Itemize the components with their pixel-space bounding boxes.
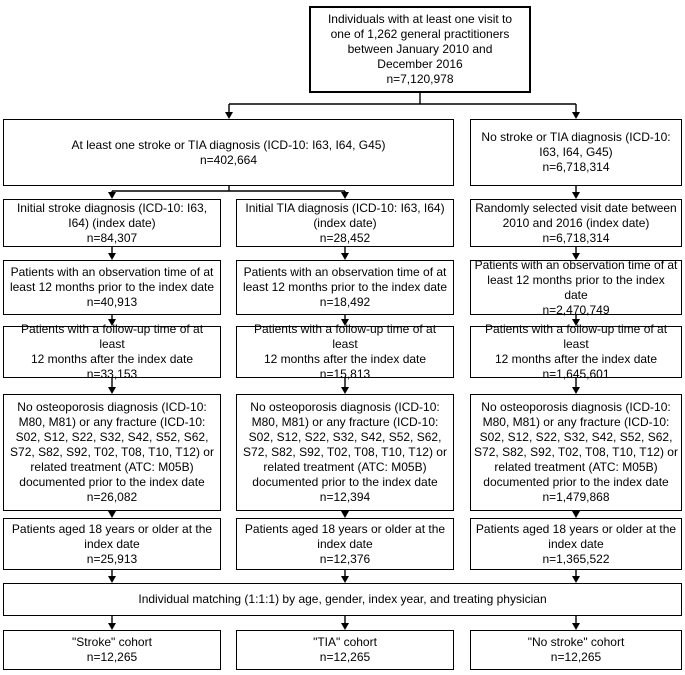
- to-no-stroke-head: [572, 112, 580, 119]
- col2-to-cohort-head: [572, 623, 580, 630]
- stroke-step-2-box: Patients with an observation time of at …: [3, 260, 221, 315]
- stroke-step-1-text: Initial stroke diagnosis (ICD-10: I63, I…: [16, 200, 208, 245]
- col2-step2-head: [572, 319, 580, 326]
- col0-step1-head: [108, 253, 116, 260]
- col0-to-matching-head: [108, 576, 116, 583]
- nostroke-cohort-box: "No stroke" cohort n=12,265: [470, 630, 682, 670]
- stroke-step-2-text: Patients with an observation time of at …: [9, 265, 215, 309]
- col2-step3-head: [572, 387, 580, 394]
- tia-step-1-text: Initial TIA diagnosis (ICD-10: I63, I64)…: [245, 200, 445, 245]
- tia-step-4-box: No osteoporosis diagnosis (ICD-10: M80, …: [236, 394, 454, 511]
- no-stroke-box: No stroke or TIA diagnosis (ICD-10: I63,…: [470, 119, 682, 186]
- col1-step3-head: [341, 387, 349, 394]
- nostroke-step-4-box: No osteoporosis diagnosis (ICD-10: M80, …: [470, 394, 682, 511]
- source-population-text: Individuals with at least one visit to o…: [327, 12, 513, 86]
- stroke-step-5-box: Patients aged 18 years or older at the i…: [3, 518, 221, 570]
- col0-to-cohort-head: [108, 623, 116, 630]
- tia-step-1-box: Initial TIA diagnosis (ICD-10: I63, I64)…: [236, 199, 454, 247]
- tia-step-4-text: No osteoporosis diagnosis (ICD-10: M80, …: [243, 400, 447, 504]
- nostroke-step-2-box: Patients with an observation time of at …: [470, 257, 682, 317]
- to-stroke-tia-head: [225, 112, 233, 119]
- tia-step-3-text: Patients with a follow-up time of at lea…: [253, 322, 437, 381]
- nostroke-step-5-box: Patients aged 18 years or older at the i…: [470, 518, 682, 570]
- to-tia-1-head: [341, 192, 349, 199]
- to-nostroke-1-head: [572, 192, 580, 199]
- to-stroke-1-head: [108, 192, 116, 199]
- source-population-box: Individuals with at least one visit to o…: [309, 6, 531, 93]
- tia-step-2-text: Patients with an observation time of at …: [242, 265, 448, 309]
- col2-to-matching-head: [572, 576, 580, 583]
- col2-step4-head: [572, 511, 580, 518]
- tia-step-5-box: Patients aged 18 years or older at the i…: [236, 518, 454, 570]
- nostroke-step-1-box: Randomly selected visit date between 201…: [470, 199, 682, 247]
- col1-step2-head: [341, 319, 349, 326]
- col1-step1-head: [341, 253, 349, 260]
- nostroke-step-4-text: No osteoporosis diagnosis (ICD-10: M80, …: [474, 400, 678, 504]
- stroke-cohort-box: "Stroke" cohort n=12,265: [3, 630, 221, 670]
- stroke-step-4-text: No osteoporosis diagnosis (ICD-10: M80, …: [10, 400, 214, 504]
- col0-step3-head: [108, 387, 116, 394]
- nostroke-step-5-text: Patients aged 18 years or older at the i…: [475, 521, 677, 566]
- stroke-step-3-text: Patients with a follow-up time of at lea…: [20, 322, 204, 381]
- stroke-step-5-text: Patients aged 18 years or older at the i…: [11, 521, 213, 566]
- col2-step1-head: [572, 253, 580, 260]
- nostroke-step-2-text: Patients with an observation time of at …: [474, 257, 678, 317]
- tia-cohort-text: "TIA" cohort n=12,265: [313, 635, 377, 664]
- col1-to-matching-head: [341, 576, 349, 583]
- col1-step4-head: [341, 511, 349, 518]
- col0-step4-head: [108, 511, 116, 518]
- stroke-tia-box: At least one stroke or TIA diagnosis (IC…: [3, 119, 454, 186]
- col1-to-cohort-head: [341, 623, 349, 630]
- tia-cohort-box: "TIA" cohort n=12,265: [236, 630, 454, 670]
- stroke-cohort-text: "Stroke" cohort n=12,265: [72, 635, 152, 664]
- col0-step2-head: [108, 319, 116, 326]
- matching-text: Individual matching (1:1:1) by age, gend…: [138, 592, 547, 606]
- no-stroke-text: No stroke or TIA diagnosis (ICD-10: I63,…: [481, 130, 671, 174]
- tia-step-3-box: Patients with a follow-up time of at lea…: [236, 322, 454, 381]
- matching-box: Individual matching (1:1:1) by age, gend…: [3, 583, 682, 616]
- tia-step-5-text: Patients aged 18 years or older at the i…: [244, 521, 446, 566]
- nostroke-cohort-text: "No stroke" cohort n=12,265: [527, 635, 625, 664]
- stroke-tia-text: At least one stroke or TIA diagnosis (IC…: [71, 137, 386, 167]
- stroke-step-3-box: Patients with a follow-up time of at lea…: [3, 322, 221, 381]
- tia-step-2-box: Patients with an observation time of at …: [236, 260, 454, 315]
- nostroke-step-3-text: Patients with a follow-up time of at lea…: [484, 322, 668, 381]
- nostroke-step-3-box: Patients with a follow-up time of at lea…: [470, 322, 682, 381]
- nostroke-step-1-text: Randomly selected visit date between 201…: [475, 200, 677, 245]
- stroke-step-4-box: No osteoporosis diagnosis (ICD-10: M80, …: [3, 394, 221, 511]
- stroke-step-1-box: Initial stroke diagnosis (ICD-10: I63, I…: [3, 199, 221, 247]
